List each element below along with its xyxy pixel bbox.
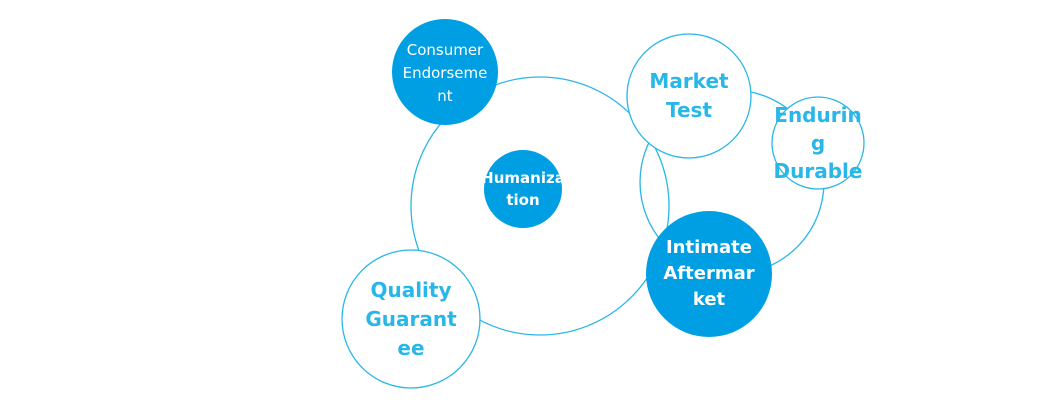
humanization-circle: [484, 150, 562, 228]
quality-guarantee-circle: [341, 249, 481, 389]
intimate-aftermarket-label: Intimate Aftermar ket: [663, 237, 755, 310]
humanization-label: Humaniza tion: [484, 169, 562, 209]
market-test-circle: [626, 33, 752, 159]
market-test-label: Market Test: [649, 69, 729, 122]
intimate-aftermarket-circle: [646, 211, 772, 337]
consumer-endorsement-label: Consumer Endorseme nt: [402, 40, 488, 105]
consumer-endorsement-circle: [392, 19, 498, 125]
enduring-durable-circle: [771, 96, 865, 190]
enduring-durable-label: Endurin g Durable: [773, 103, 863, 183]
quality-guarantee-label: Quality Guarant ee: [365, 277, 457, 360]
main-ring: [410, 76, 670, 336]
